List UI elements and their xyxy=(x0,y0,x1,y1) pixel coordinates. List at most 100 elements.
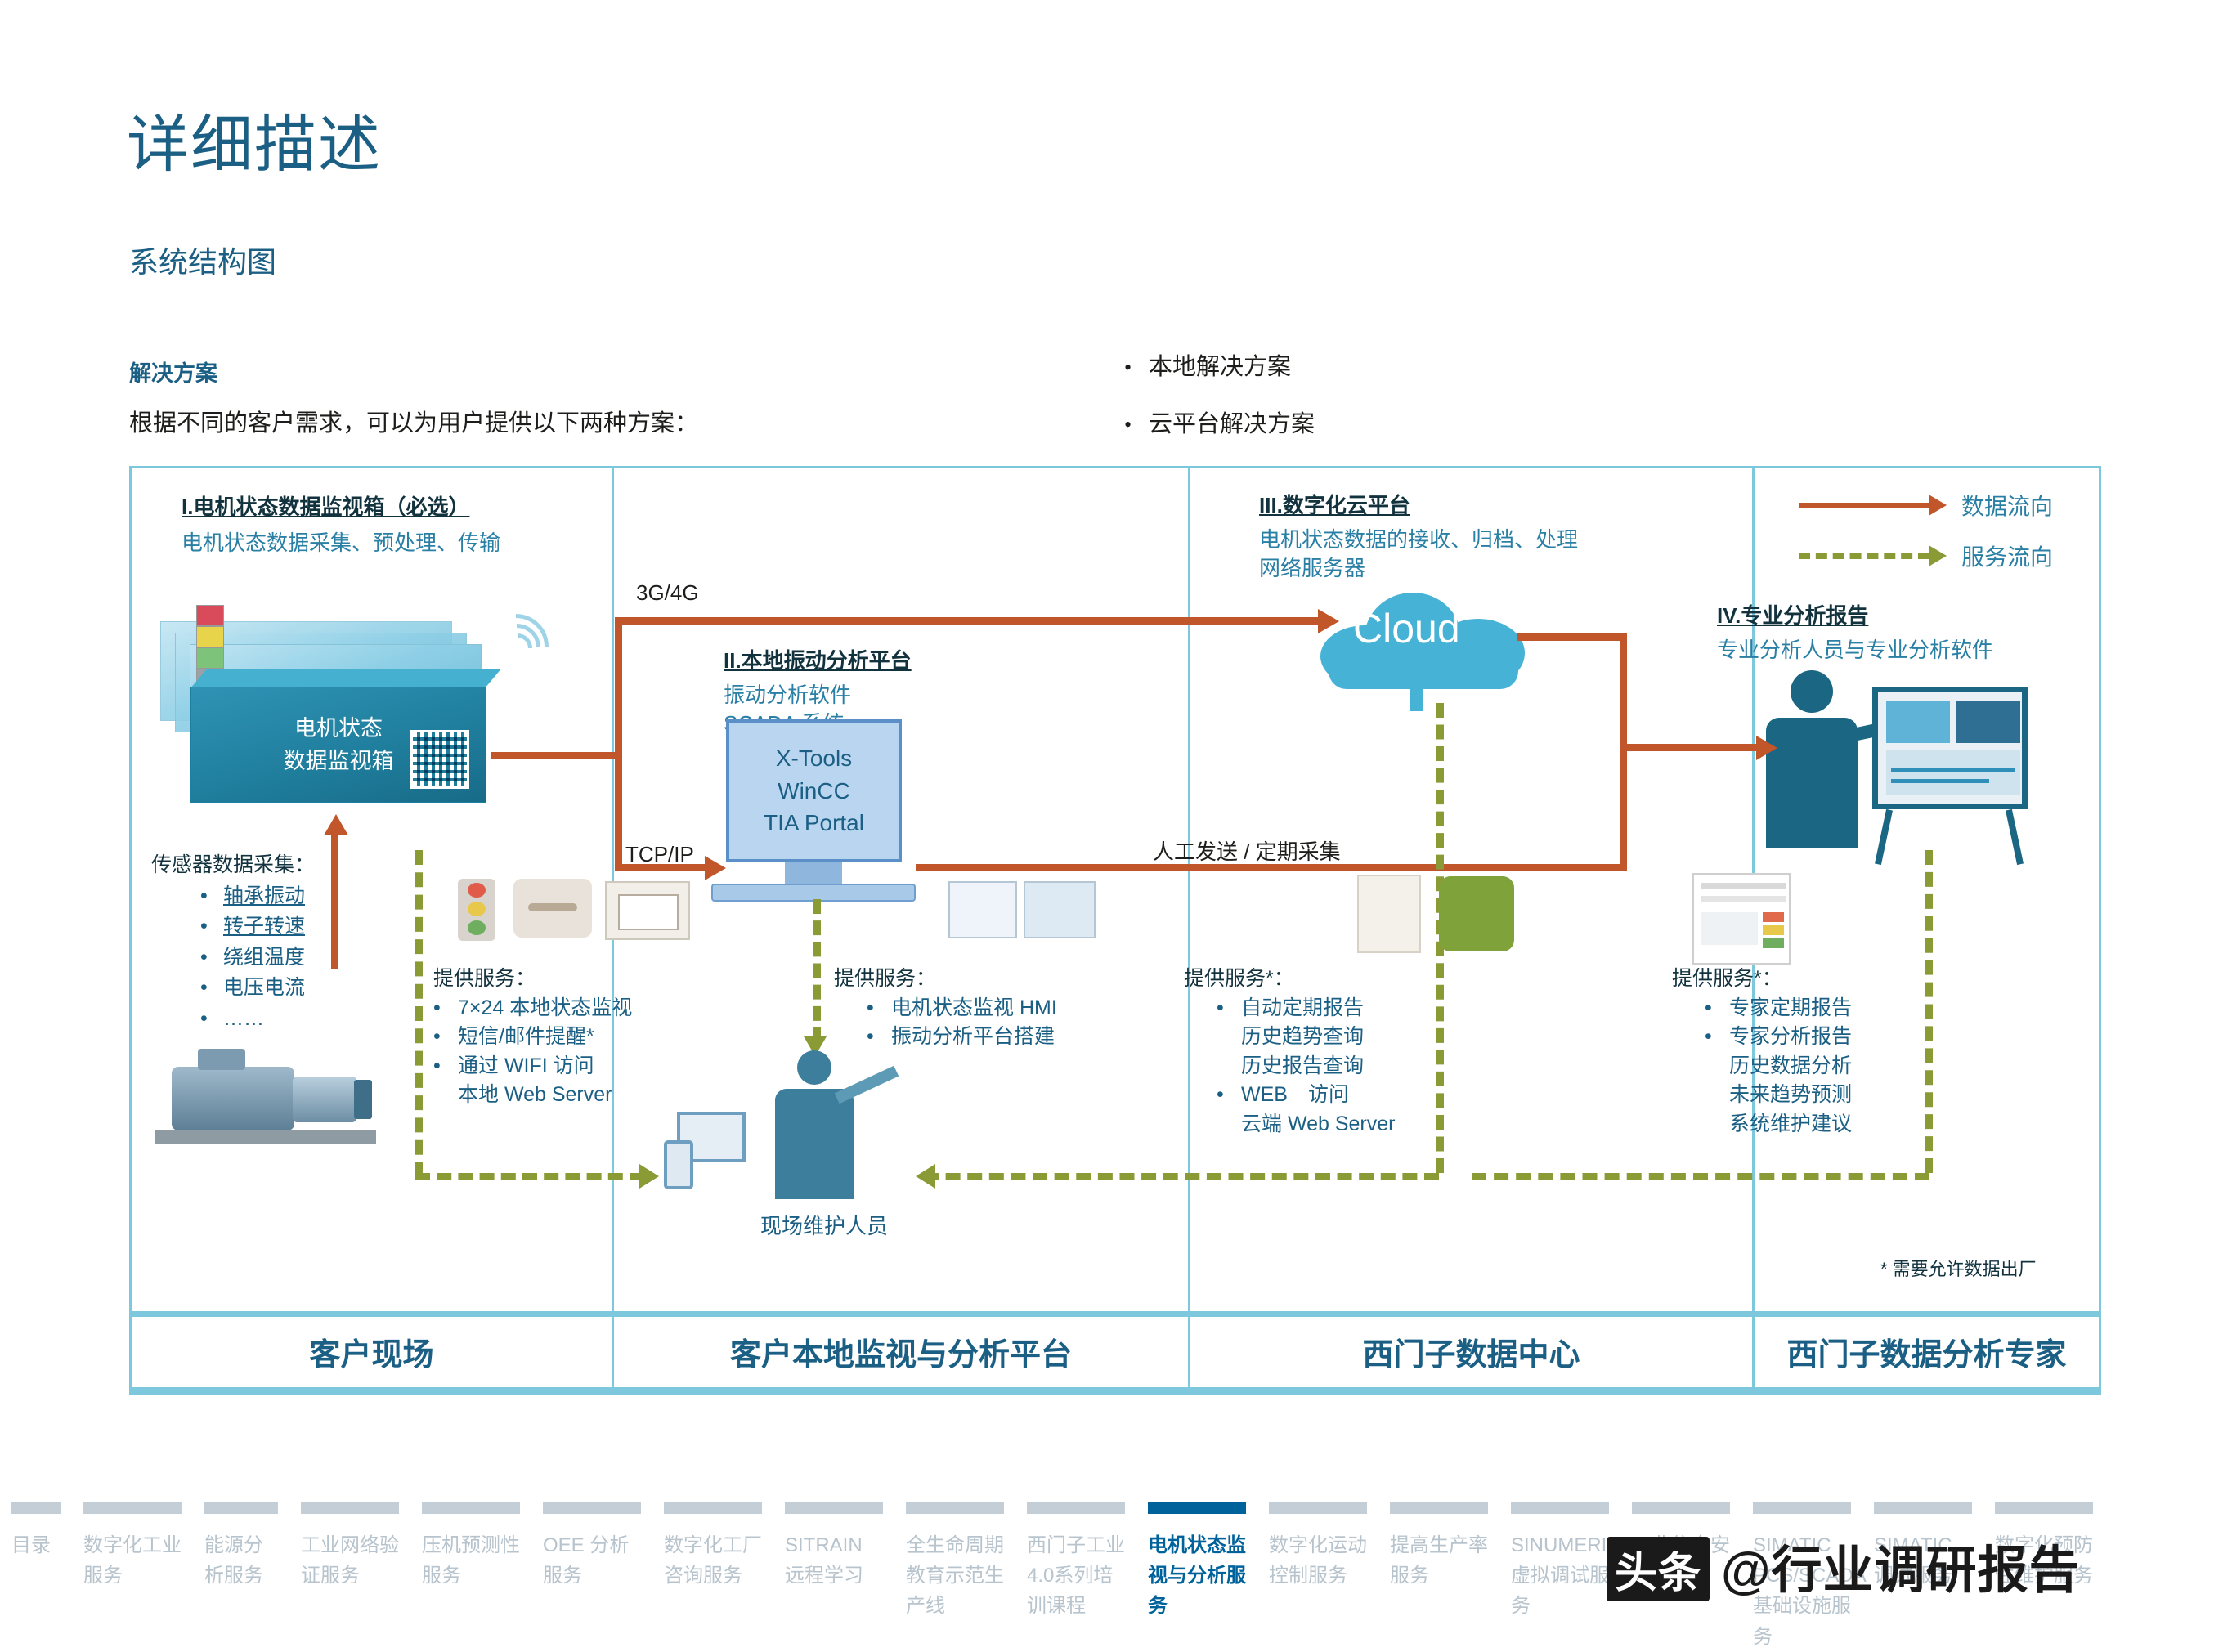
list-item: 本地 Web Server xyxy=(433,1081,632,1110)
local-analysis-pc: X-Tools WinCC TIA Portal xyxy=(726,719,902,862)
solution-option-label: 本地解决方案 xyxy=(1149,354,1292,380)
service-label: 7×24 本地状态监视 xyxy=(458,996,633,1019)
tab-productivity-improvement[interactable]: 提高生产率服务 xyxy=(1378,1502,1499,1652)
system-architecture-diagram xyxy=(129,466,2101,1316)
monitoring-box-line-2: 数据监视箱 xyxy=(283,749,394,773)
tab-press-predictive[interactable]: 压机预测性服务 xyxy=(410,1502,531,1652)
tab-motor-condition-monitoring[interactable]: 电机状态监视与分析服务 xyxy=(1136,1502,1257,1652)
tab-indicator xyxy=(301,1502,399,1514)
tab-label: 西门子工业 4.0系列培训课程 xyxy=(1027,1534,1125,1618)
bullet-icon: • xyxy=(200,976,208,999)
service-heading: 提供服务： xyxy=(433,967,536,990)
service-list-local-box: 提供服务： •7×24 本地状态监视 •短信/邮件提醒* •通过 WIFI 访问… xyxy=(433,965,632,1110)
analysis-chart-board xyxy=(1872,687,2028,809)
sensor-label: 轴承振动 xyxy=(223,884,306,907)
service-label: 历史数据分析 xyxy=(1729,1054,1853,1077)
tab-energy-analysis[interactable]: 能源分析服务 xyxy=(193,1502,289,1652)
bullet-icon: • xyxy=(433,1025,441,1048)
service-label: 自动定期报告 xyxy=(1241,996,1365,1019)
bullet-icon: • xyxy=(1705,1025,1712,1048)
service-flow-line xyxy=(1472,1173,1929,1180)
pc-software-line-2: WinCC xyxy=(778,777,850,804)
list-item: • 云平台解决方案 xyxy=(1124,405,1315,439)
bullet-icon: • xyxy=(1705,996,1712,1019)
column-label-local-platform: 客户本地监视与分析平台 xyxy=(614,1316,1190,1387)
tab-industry-40-training[interactable]: 西门子工业 4.0系列培训课程 xyxy=(1015,1502,1136,1652)
bullet-icon: • xyxy=(867,996,874,1019)
service-flow-line xyxy=(415,850,423,1177)
service-label: 通过 WIFI 访问 xyxy=(458,1054,594,1077)
list-item: 历史数据分析 xyxy=(1705,1052,1852,1081)
section-4-subtitle: 专业分析人员与专业分析软件 xyxy=(1717,638,1994,662)
arrow-right-icon xyxy=(639,1164,659,1189)
list-item: •专家定期报告 xyxy=(1705,994,1852,1023)
tab-label: OEE 分析服务 xyxy=(543,1534,630,1587)
service-list-cloud: 提供服务*： •自动定期报告 历史趋势查询 历史报告查询 •WEB 访问 云端 … xyxy=(1184,965,1395,1139)
list-item: 未来趋势预测 xyxy=(1705,1081,1852,1110)
list-item: •专家分析报告 xyxy=(1705,1023,1852,1052)
legend-item-service-flow: 服务流向 xyxy=(1799,539,2053,572)
tab-sitrain[interactable]: SITRAIN 远程学习 xyxy=(773,1502,894,1652)
traffic-light-icon xyxy=(458,879,495,941)
section-4-title: IV.专业分析报告 xyxy=(1717,603,1869,628)
solution-heading: 解决方案 xyxy=(129,361,217,386)
bullet-icon xyxy=(1217,1110,1241,1139)
email-icon xyxy=(605,881,690,940)
data-flow-line xyxy=(615,617,1326,625)
diagram-footnote: * 需要允许数据出厂 xyxy=(1880,1259,2037,1279)
column-divider xyxy=(1188,468,1190,1314)
bullet-icon: • xyxy=(1124,413,1132,437)
column-label-customer-site: 客户现场 xyxy=(132,1316,614,1387)
column-label-siemens-experts: 西门子数据分析专家 xyxy=(1786,1338,2067,1372)
section-3-title: III.数字化云平台 xyxy=(1259,493,1410,517)
bottom-navigation-tabs[interactable]: 目录 数字化工业服务 能源分析服务 工业网络验证服务 压机预测性服务 OEE 分… xyxy=(0,1502,2232,1652)
list-item: •7×24 本地状态监视 xyxy=(433,994,632,1023)
tab-digital-factory-consulting[interactable]: 数字化工厂咨询服务 xyxy=(652,1502,773,1652)
tab-indicator xyxy=(1753,1502,1851,1514)
tab-label: 目录 xyxy=(11,1534,51,1556)
list-item: •振动分析平台搭建 xyxy=(867,1023,1057,1052)
tab-simatic-commissioning[interactable]: SIMATIC 调试服务 xyxy=(1862,1502,1983,1652)
data-flow-line xyxy=(615,752,622,871)
tab-indicator xyxy=(1995,1502,2093,1514)
service-heading: 提供服务*： xyxy=(1184,967,1294,990)
data-flow-line xyxy=(491,752,621,759)
tab-industrial-network-validation[interactable]: 工业网络验证服务 xyxy=(289,1502,410,1652)
report-document-icon xyxy=(1357,875,1421,953)
service-label: 系统维护建议 xyxy=(1729,1112,1853,1135)
data-flow-line xyxy=(1627,744,1762,751)
tab-label: 压机预测性服务 xyxy=(422,1534,520,1587)
tab-indicator xyxy=(1874,1502,1972,1514)
tab-indicator xyxy=(906,1502,1004,1514)
sensor-label: 转子转速 xyxy=(223,915,306,938)
section-2-subtitle-1: 振动分析软件 xyxy=(724,683,852,707)
tab-lifecycle-education-line[interactable]: 全生命周期教育示范生产线 xyxy=(894,1502,1015,1652)
qr-code-icon xyxy=(410,730,469,789)
cloud-label: Cloud xyxy=(1353,606,1460,651)
solution-description: 根据不同的客户需求，可以为用户提供以下两种方案： xyxy=(129,410,699,437)
service-list-expert: 提供服务*： •专家定期报告 •专家分析报告 历史数据分析 未来趋势预测 系统维… xyxy=(1672,965,1852,1139)
tab-label: 提高生产率服务 xyxy=(1390,1534,1488,1587)
arrow-right-icon xyxy=(1929,495,1947,516)
tab-oee-analysis[interactable]: OEE 分析服务 xyxy=(531,1502,652,1652)
tab-catalog[interactable]: 目录 xyxy=(0,1502,72,1652)
tab-digital-industry-services[interactable]: 数字化工业服务 xyxy=(72,1502,193,1652)
tab-sinumerik-virtual-commissioning[interactable]: SINUMERIK 虚拟调试服务 xyxy=(1499,1502,1620,1652)
tab-label: 能源分析服务 xyxy=(204,1534,263,1587)
tab-label: 数字化预防性维护服务 xyxy=(1995,1534,2093,1587)
section-3-subtitle-1: 电机状态数据的接收、归档、处理 xyxy=(1259,527,1579,552)
service-flow-line xyxy=(924,1173,1439,1180)
tab-indicator xyxy=(785,1502,883,1514)
monitoring-box-line-1: 电机状态 xyxy=(294,715,383,741)
tab-label: 数字化工厂咨询服务 xyxy=(664,1534,762,1587)
service-heading: 提供服务*： xyxy=(1672,967,1782,990)
tab-simatic-pcs-scada[interactable]: SIMATIC PCS/SCADA 基础设施服务 xyxy=(1741,1502,1865,1652)
tab-digital-motion-control[interactable]: 数字化运动控制服务 xyxy=(1257,1502,1378,1652)
solution-options-list: • 本地解决方案 • 云平台解决方案 xyxy=(1124,347,1315,462)
service-label: 历史趋势查询 xyxy=(1241,1025,1365,1048)
watermark-text: @行业调研报告 xyxy=(1721,1542,2081,1599)
page-subtitle: 系统结构图 xyxy=(129,245,277,279)
tab-indicator xyxy=(204,1502,278,1514)
tab-digital-preventive-maintenance[interactable]: 数字化预防性维护服务 xyxy=(1983,1502,2104,1652)
arrow-right-icon xyxy=(705,856,726,880)
